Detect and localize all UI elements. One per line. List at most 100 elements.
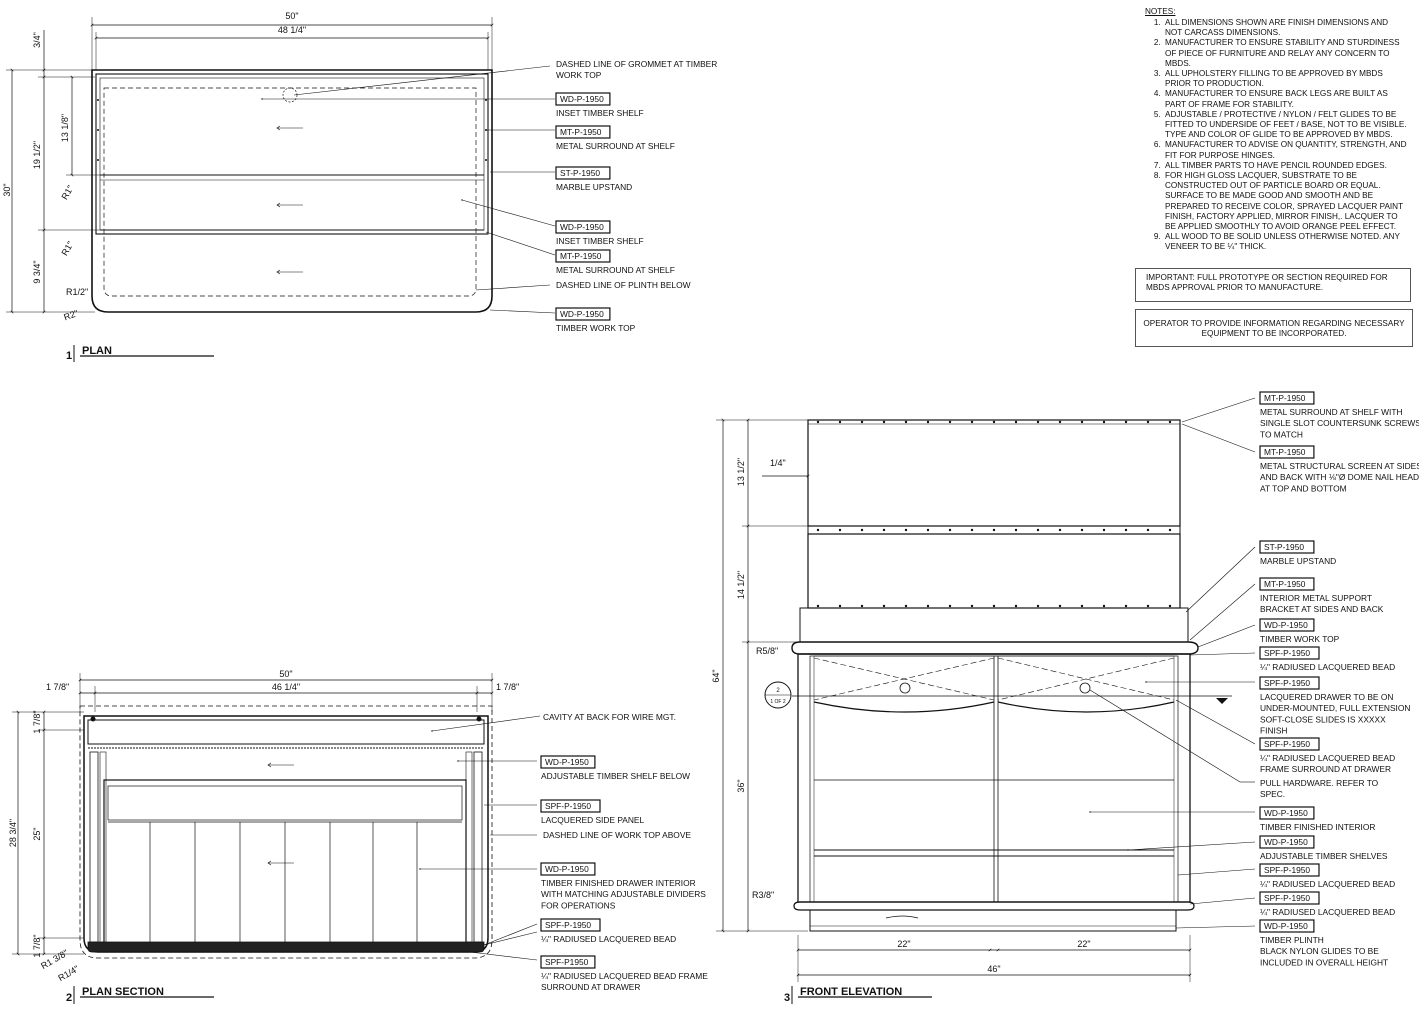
important-note: IMPORTANT: FULL PROTOTYPE OR SECTION REQ… <box>1135 268 1411 302</box>
dim-plan-inner-width: 48 1/4" <box>278 25 306 35</box>
callout-tag-box <box>1259 540 1315 554</box>
dim-section-r-quarter: R1/4" <box>56 964 80 984</box>
callout-tag-box <box>540 799 601 813</box>
dim-section-overall-width: 50" <box>279 669 292 679</box>
dim-section-bottom-edge: 1 7/8" <box>32 934 42 957</box>
dim-elev-cabinet-height: 36" <box>736 779 746 792</box>
callout-text: CAVITY AT BACK FOR WIRE MGT. <box>543 712 676 722</box>
callout-tag: SPF-P-1950 <box>1264 893 1310 903</box>
callout-tag-box <box>1259 835 1315 849</box>
callout-text: AND BACK WITH ⅛"Ø DOME NAIL HEAD <box>1260 472 1419 482</box>
callout-text: TO MATCH <box>1260 429 1303 439</box>
callout-text: ¼" RADIUSED LACQUERED BEAD <box>1260 662 1395 672</box>
callout-text: ADJUSTABLE TIMBER SHELF BELOW <box>541 771 690 781</box>
callout: CAVITY AT BACK FOR WIRE MGT. <box>543 712 676 722</box>
callout-tag-box <box>1259 806 1315 820</box>
dim-section-inner-width: 46 1/4" <box>272 682 300 692</box>
callout-tag-box <box>1259 577 1315 591</box>
callout-text: TIMBER FINISHED INTERIOR <box>1260 822 1375 832</box>
front-elevation-title: 3 FRONT ELEVATION <box>784 986 932 1004</box>
plan-section-view <box>12 673 541 961</box>
callout-tag: WD-P-1950 <box>545 757 589 767</box>
plan-section-title-text: PLAN SECTION <box>82 986 164 998</box>
dim-elev-lower-screen: 14 1/2" <box>736 571 746 599</box>
front-elevation-view <box>716 397 1256 982</box>
front-elevation-title-text: FRONT ELEVATION <box>800 986 902 998</box>
callout-text: DASHED LINE OF WORK TOP ABOVE <box>543 830 691 840</box>
callout-text: FOR OPERATIONS <box>541 900 616 910</box>
dim-plan-r2: R2" <box>62 308 79 322</box>
callout-tag: MT-P-1950 <box>1264 579 1306 589</box>
dim-elev-overall-width: 46" <box>987 964 1000 974</box>
callout-text: TIMBER FINISHED DRAWER INTERIOR <box>541 878 696 888</box>
callout-tag: SPF-P-1950 <box>1264 865 1310 875</box>
callout-text: DASHED LINE OF PLINTH BELOW <box>556 280 691 290</box>
callout-tag: SPF-P-1950 <box>545 920 591 930</box>
callout-tag: WD-P-1950 <box>1264 620 1308 630</box>
notes-list: ALL DIMENSIONS SHOWN ARE FINISH DIMENSIO… <box>1135 18 1411 253</box>
note-item: ALL WOOD TO BE SOLID UNLESS OTHERWISE NO… <box>1163 232 1407 252</box>
callout-tag: WD-P-1950 <box>1264 808 1308 818</box>
dim-plan-height-lower: 9 3/4" <box>32 260 42 283</box>
note-item: MANUFACTURER TO ENSURE STABILITY AND STU… <box>1163 38 1407 69</box>
section-marker-sheet: 1 OF 2 <box>770 699 786 705</box>
dim-section-top-edge: 1 7/8" <box>32 710 42 733</box>
callout-text: ¼" RADIUSED LACQUERED BEAD <box>541 934 676 944</box>
plan-view <box>6 17 556 313</box>
callout-tag: WD-P-1950 <box>1264 837 1308 847</box>
callout-text: FRAME SURROUND AT DRAWER <box>1260 764 1391 774</box>
dim-plan-top-edge: 3/4" <box>32 32 42 48</box>
callout-tag-box <box>540 755 596 769</box>
callout-tag-box <box>1259 737 1320 751</box>
callout-text: WITH MATCHING ADJUSTABLE DIVIDERS <box>541 889 706 899</box>
callout-tag-box <box>1259 445 1315 459</box>
notes-heading: NOTES: <box>1145 7 1176 16</box>
callout-tag-box <box>1259 391 1315 405</box>
callout-text: FINISH <box>1260 726 1287 736</box>
callout-text: METAL STRUCTURAL SCREEN AT SIDES <box>1260 461 1419 471</box>
callout-text: SINGLE SLOT COUNTERSUNK SCREWS <box>1260 418 1419 428</box>
callout-text: LACQUERED DRAWER TO BE ON <box>1260 692 1393 702</box>
note-item: MANUFACTURER TO ENSURE BACK LEGS ARE BUI… <box>1163 89 1407 109</box>
callout-text: WORK TOP <box>556 70 602 80</box>
callout-tag-box <box>555 166 611 180</box>
dim-elev-upper-screen: 13 1/2" <box>736 458 746 486</box>
dim-plan-r1b: R1" <box>59 240 75 258</box>
callout-tag-box <box>540 955 596 969</box>
callout-tag-box <box>555 249 611 263</box>
plan-dimensions: 50" 48 1/4" 3/4" 19 1/2" 13 1/8" 30" 9 3… <box>2 11 306 322</box>
callout-tag: ST-P-1950 <box>560 168 600 178</box>
callout-tag: WD-P-1950 <box>560 222 604 232</box>
callout-tag: ST-P-1950 <box>1264 542 1304 552</box>
callout-text: BLACK NYLON GLIDES TO BE <box>1260 946 1379 956</box>
callout: DASHED LINE OF PLINTH BELOW <box>556 280 691 290</box>
callout-text: ¼" RADIUSED LACQUERED BEAD <box>1260 907 1395 917</box>
callout-tag: WD-P-1950 <box>560 94 604 104</box>
dim-plan-r1a: R1" <box>59 184 75 202</box>
note-item: FOR HIGH GLOSS LACQUER, SUBSTRATE TO BE … <box>1163 171 1407 232</box>
callout-text: AT TOP AND BOTTOM <box>1260 483 1347 493</box>
callout-tag-box <box>540 918 601 932</box>
callout-text: ¼" RADIUSED LACQUERED BEAD <box>1260 753 1395 763</box>
note-item: ALL UPHOLSTERY FILLING TO BE APPROVED BY… <box>1163 69 1407 89</box>
plan-title-text: PLAN <box>82 345 112 357</box>
